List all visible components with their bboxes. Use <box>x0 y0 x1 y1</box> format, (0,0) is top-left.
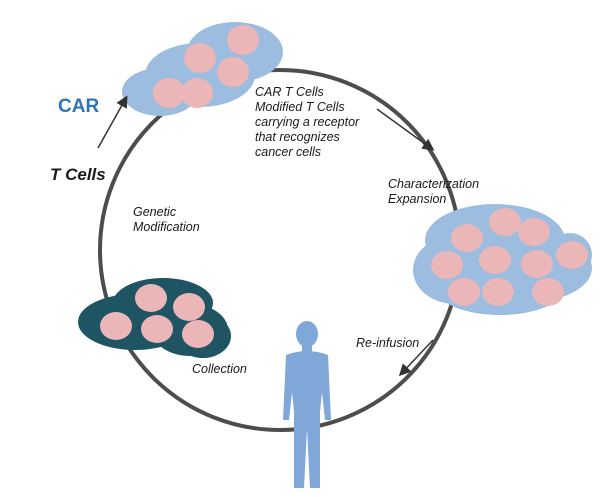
characterization-label: Characterization Expansion <box>388 177 479 207</box>
car-desc-line: CAR T Cells <box>255 85 324 99</box>
expanded-cell-cluster <box>413 204 592 315</box>
car-desc-line: cancer cells <box>255 145 321 159</box>
reinfusion-label: Re-infusion <box>356 336 420 350</box>
car-desc-line: that recognizes <box>255 130 340 144</box>
collected-cell-cluster <box>78 278 231 358</box>
patient-figure <box>283 321 331 488</box>
expansion-text: Expansion <box>388 192 447 206</box>
car-desc-line: carrying a receptor <box>255 115 360 129</box>
car-desc-line: Modified T Cells <box>255 100 345 114</box>
characterization-text: Characterization <box>388 177 480 191</box>
arrow-t-to-car <box>97 95 128 149</box>
collection-label: Collection <box>192 362 247 376</box>
arrow-reinfusion <box>398 339 434 377</box>
genetic-modification-label: Genetic Modification <box>133 205 200 235</box>
car-description: CAR T Cells Modified T Cells carrying a … <box>255 85 359 160</box>
car-label: CAR <box>58 96 100 117</box>
modification-text: Modification <box>133 220 200 234</box>
arrow-to-expansion <box>376 108 435 151</box>
car-t-cell-cluster <box>122 22 283 116</box>
genetic-text: Genetic <box>133 205 177 219</box>
t-cells-label: T Cells <box>50 165 106 184</box>
